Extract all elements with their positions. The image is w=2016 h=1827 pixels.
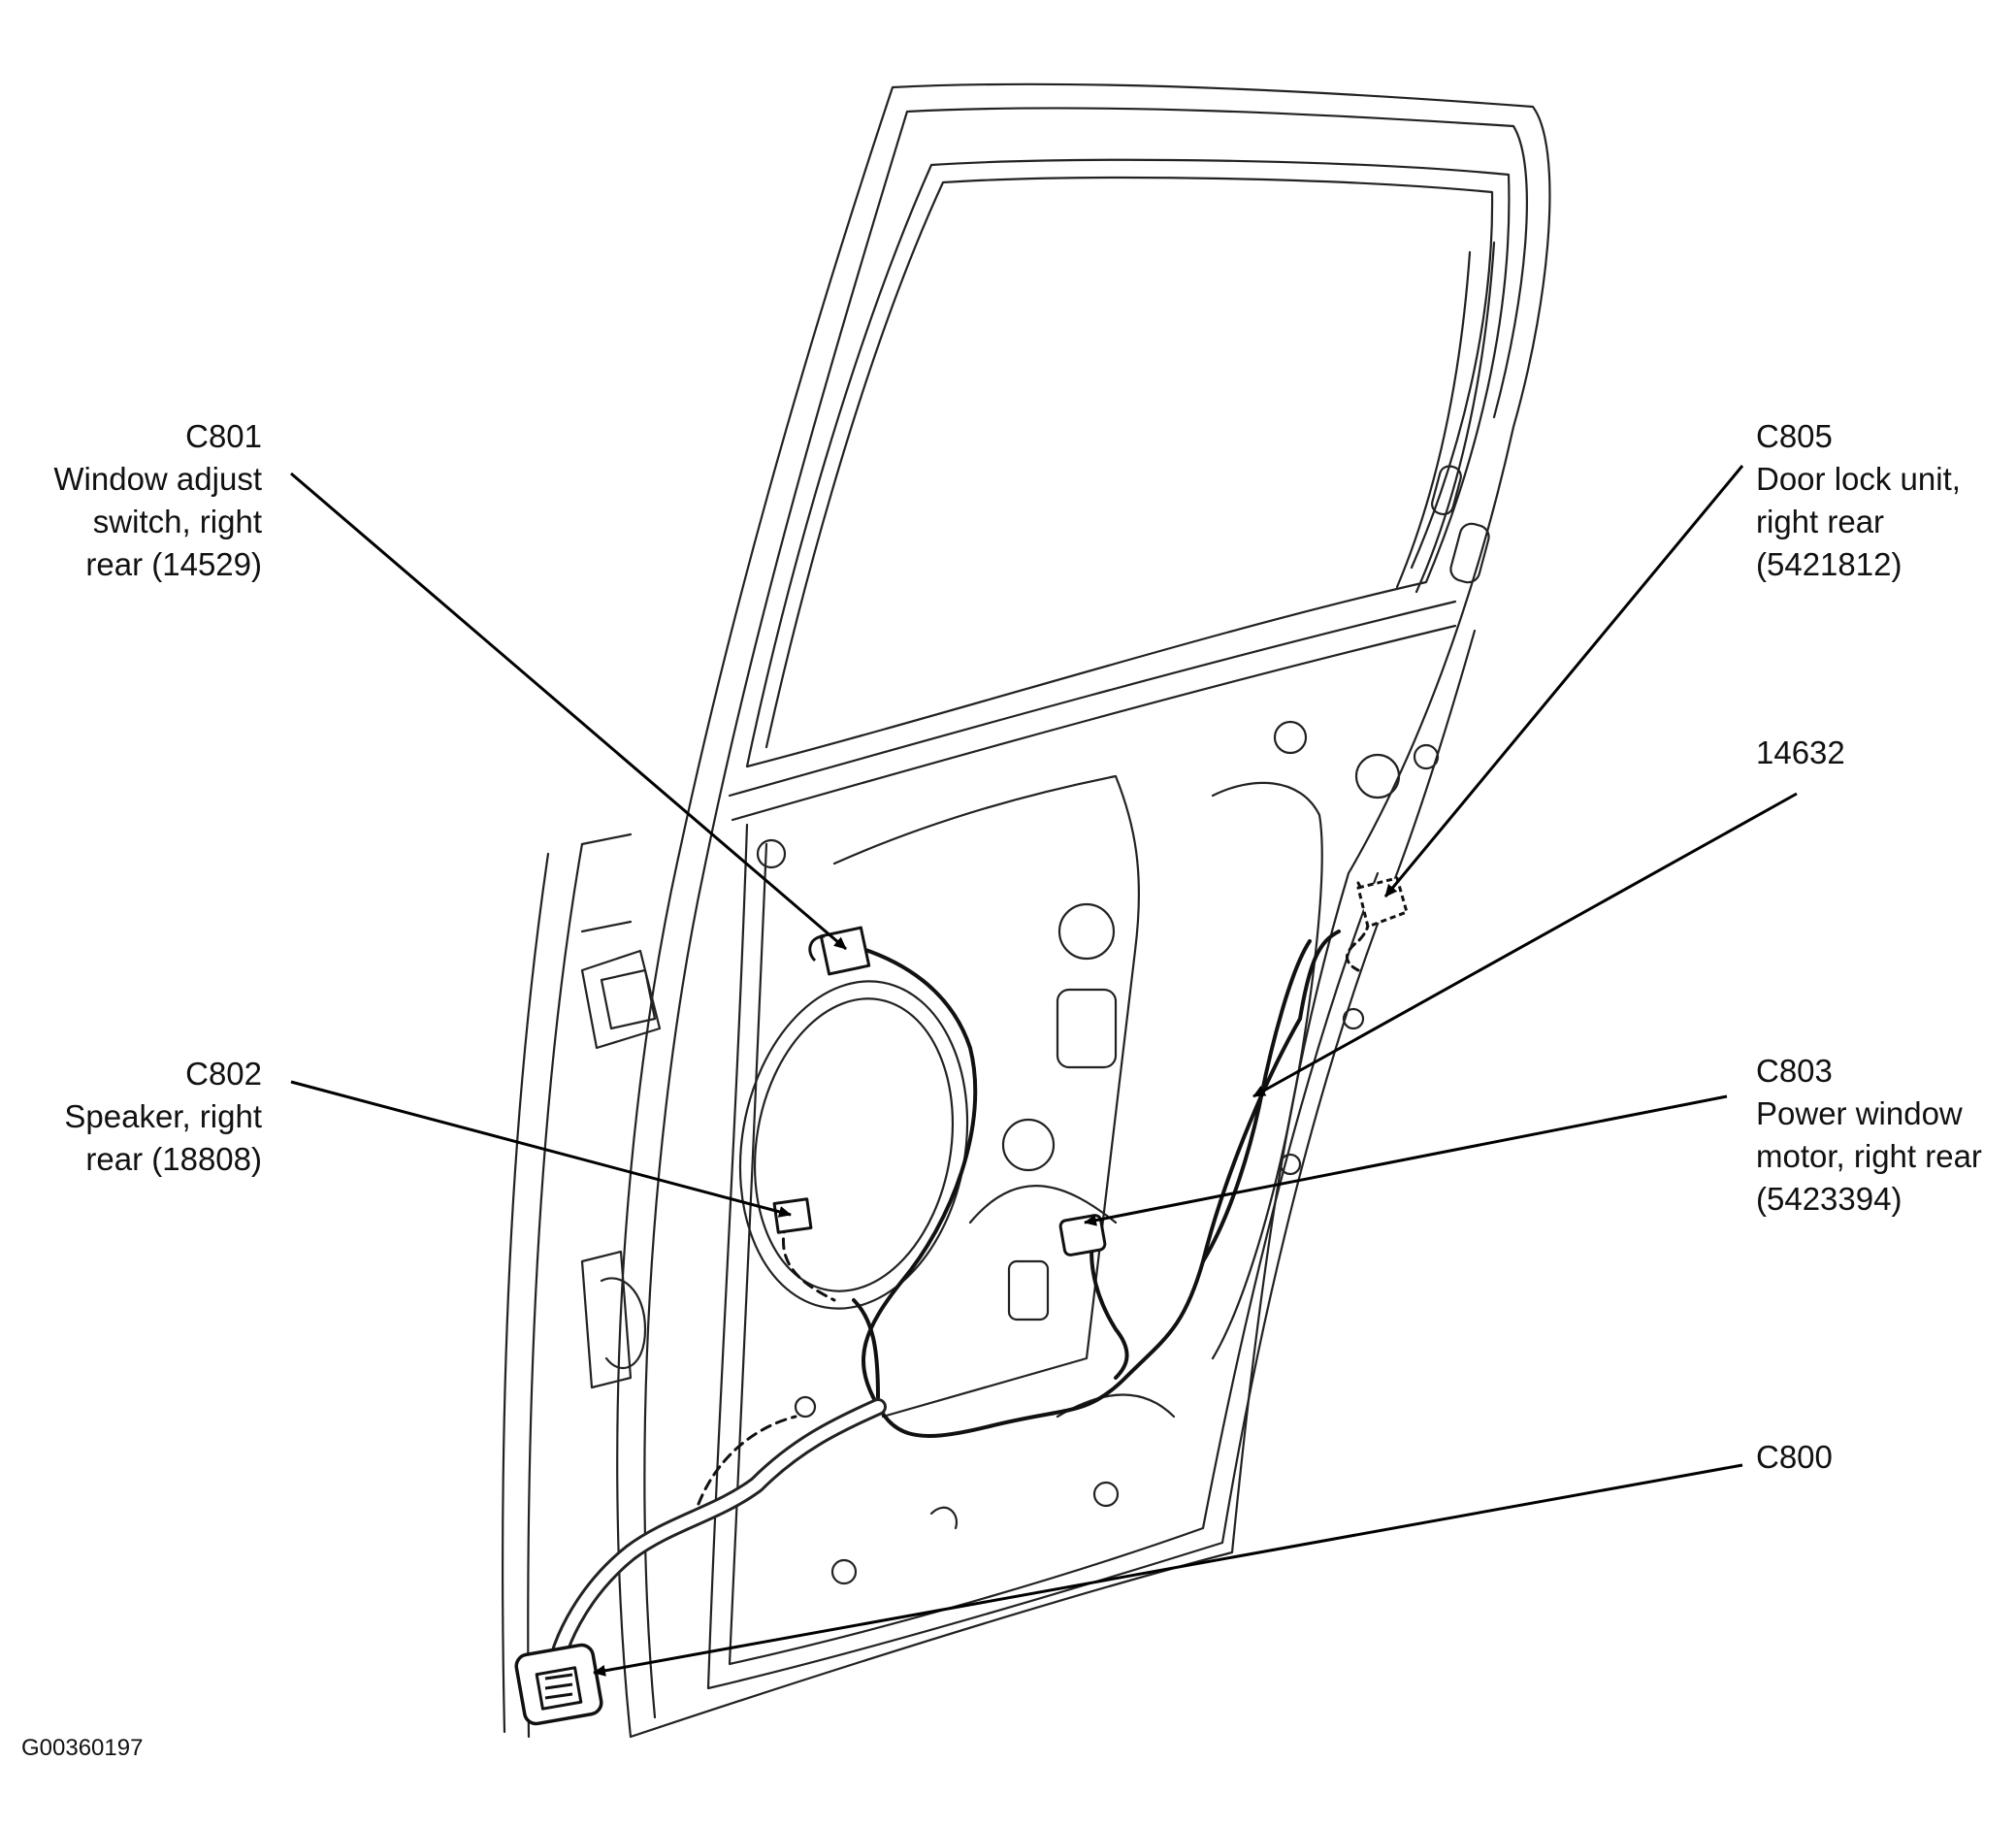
- callout-desc-line: rear (14529): [85, 546, 262, 582]
- callout-c800: C800: [1756, 1436, 1833, 1479]
- callout-desc-line: Speaker, right: [64, 1098, 262, 1134]
- connector-c800: [514, 1643, 603, 1726]
- connector-c801: [808, 926, 871, 976]
- leader-c805: [1383, 465, 1744, 897]
- callout-code: C801: [185, 418, 262, 454]
- callout-code: C803: [1756, 1053, 1833, 1089]
- inner-panel: [706, 629, 1477, 1690]
- callout-c802: C802 Speaker, right rear (18808): [64, 1053, 262, 1181]
- figure-id: G00360197: [21, 1735, 144, 1761]
- callout-desc-line: Window adjust: [53, 461, 262, 497]
- wiring-harness: [852, 930, 1341, 1438]
- callout-desc-line: rear (18808): [85, 1141, 262, 1177]
- callout-desc-line: (5421812): [1756, 546, 1902, 582]
- callout-14632: 14632: [1756, 732, 1845, 774]
- callout-desc-line: Door lock unit,: [1756, 461, 1961, 497]
- callout-desc-line: right rear: [1756, 504, 1885, 539]
- leader-c803: [1084, 1094, 1728, 1226]
- leader-c802: [290, 1080, 792, 1218]
- window-opening: [745, 158, 1511, 768]
- callout-code: C800: [1756, 1439, 1833, 1475]
- door-outer-frame: [616, 82, 1551, 1739]
- callout-code: C805: [1756, 418, 1833, 454]
- leader-c800: [593, 1463, 1743, 1677]
- connector-c805: [1356, 876, 1409, 929]
- callout-c803: C803 Power window motor, right rear (542…: [1756, 1050, 1982, 1221]
- callout-c805: C805 Door lock unit, right rear (5421812…: [1756, 415, 1961, 586]
- callout-desc-line: motor, right rear: [1756, 1138, 1982, 1174]
- callout-desc-line: switch, right: [92, 504, 262, 539]
- leader-14632: [1252, 792, 1798, 1098]
- callout-code: C802: [185, 1056, 262, 1092]
- callout-desc-line: Power window: [1756, 1095, 1963, 1131]
- callout-code: 14632: [1756, 734, 1845, 770]
- callout-desc-line: (5423394): [1756, 1181, 1902, 1217]
- callout-c801: C801 Window adjust switch, right rear (1…: [53, 415, 262, 586]
- connector-c802: [772, 1197, 813, 1234]
- leader-c801: [290, 472, 847, 951]
